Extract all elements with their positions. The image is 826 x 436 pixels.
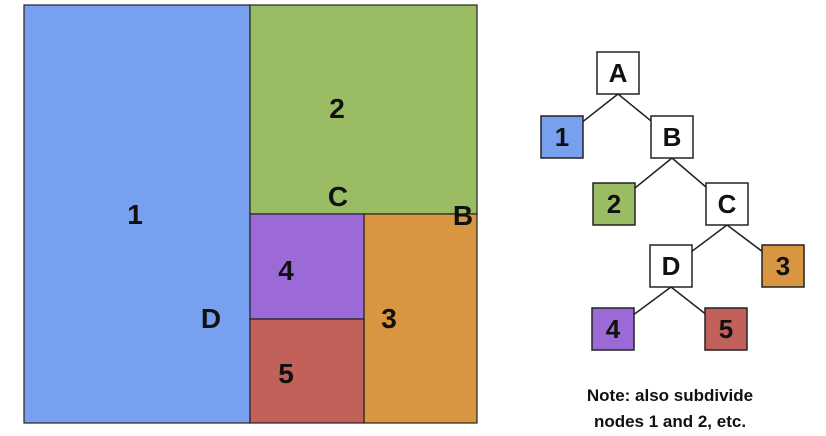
tree-node-4: 4 — [591, 307, 635, 351]
space-partition: 1 2 3 4 5 B C D — [23, 4, 478, 424]
region-3-label: 3 — [381, 303, 397, 334]
region-5-label: 5 — [278, 358, 294, 389]
tree-node-2-label: 2 — [607, 189, 621, 219]
tree-node-2: 2 — [592, 182, 636, 226]
tree-node-c-box — [705, 182, 749, 226]
tree-node-a: A — [596, 51, 640, 95]
tree-node-b-label: B — [663, 122, 682, 152]
tree-node-c: C — [705, 182, 749, 226]
tree-node-1: 1 — [540, 115, 584, 159]
tree-node-a-box — [596, 51, 640, 95]
partition-tree: A 1 B 2 C D 3 4 — [540, 51, 805, 351]
region-5 — [249, 318, 365, 424]
split-label-b: B — [453, 200, 473, 231]
tree-node-1-box — [540, 115, 584, 159]
tree-node-a-label: A — [609, 58, 628, 88]
region-4-label: 4 — [278, 255, 294, 286]
note-line-1: Note: also subdivide — [587, 386, 753, 405]
tree-node-d: D — [649, 244, 693, 288]
split-label-c: C — [328, 181, 348, 212]
tree-node-5-label: 5 — [719, 314, 733, 344]
tree-node-5: 5 — [704, 307, 748, 351]
tree-node-3-box — [761, 244, 805, 288]
tree-node-3: 3 — [761, 244, 805, 288]
region-4 — [249, 213, 365, 320]
region-1 — [23, 4, 251, 424]
region-3 — [363, 213, 478, 424]
note-line-2: nodes 1 and 2, etc. — [594, 412, 746, 431]
tree-node-d-box — [649, 244, 693, 288]
region-2 — [249, 4, 478, 215]
tree-node-4-label: 4 — [606, 314, 621, 344]
tree-node-d-label: D — [662, 251, 681, 281]
region-2-label: 2 — [329, 93, 345, 124]
note: Note: also subdivide nodes 1 and 2, etc. — [587, 386, 753, 431]
split-label-d: D — [201, 303, 221, 334]
region-1-label: 1 — [127, 199, 143, 230]
tree-node-3-label: 3 — [776, 251, 790, 281]
tree-node-2-box — [592, 182, 636, 226]
tree-node-4-box — [591, 307, 635, 351]
tree-node-5-box — [704, 307, 748, 351]
tree-node-b: B — [650, 115, 694, 159]
tree-node-c-label: C — [718, 189, 737, 219]
tree-node-1-label: 1 — [555, 122, 569, 152]
tree-node-b-box — [650, 115, 694, 159]
